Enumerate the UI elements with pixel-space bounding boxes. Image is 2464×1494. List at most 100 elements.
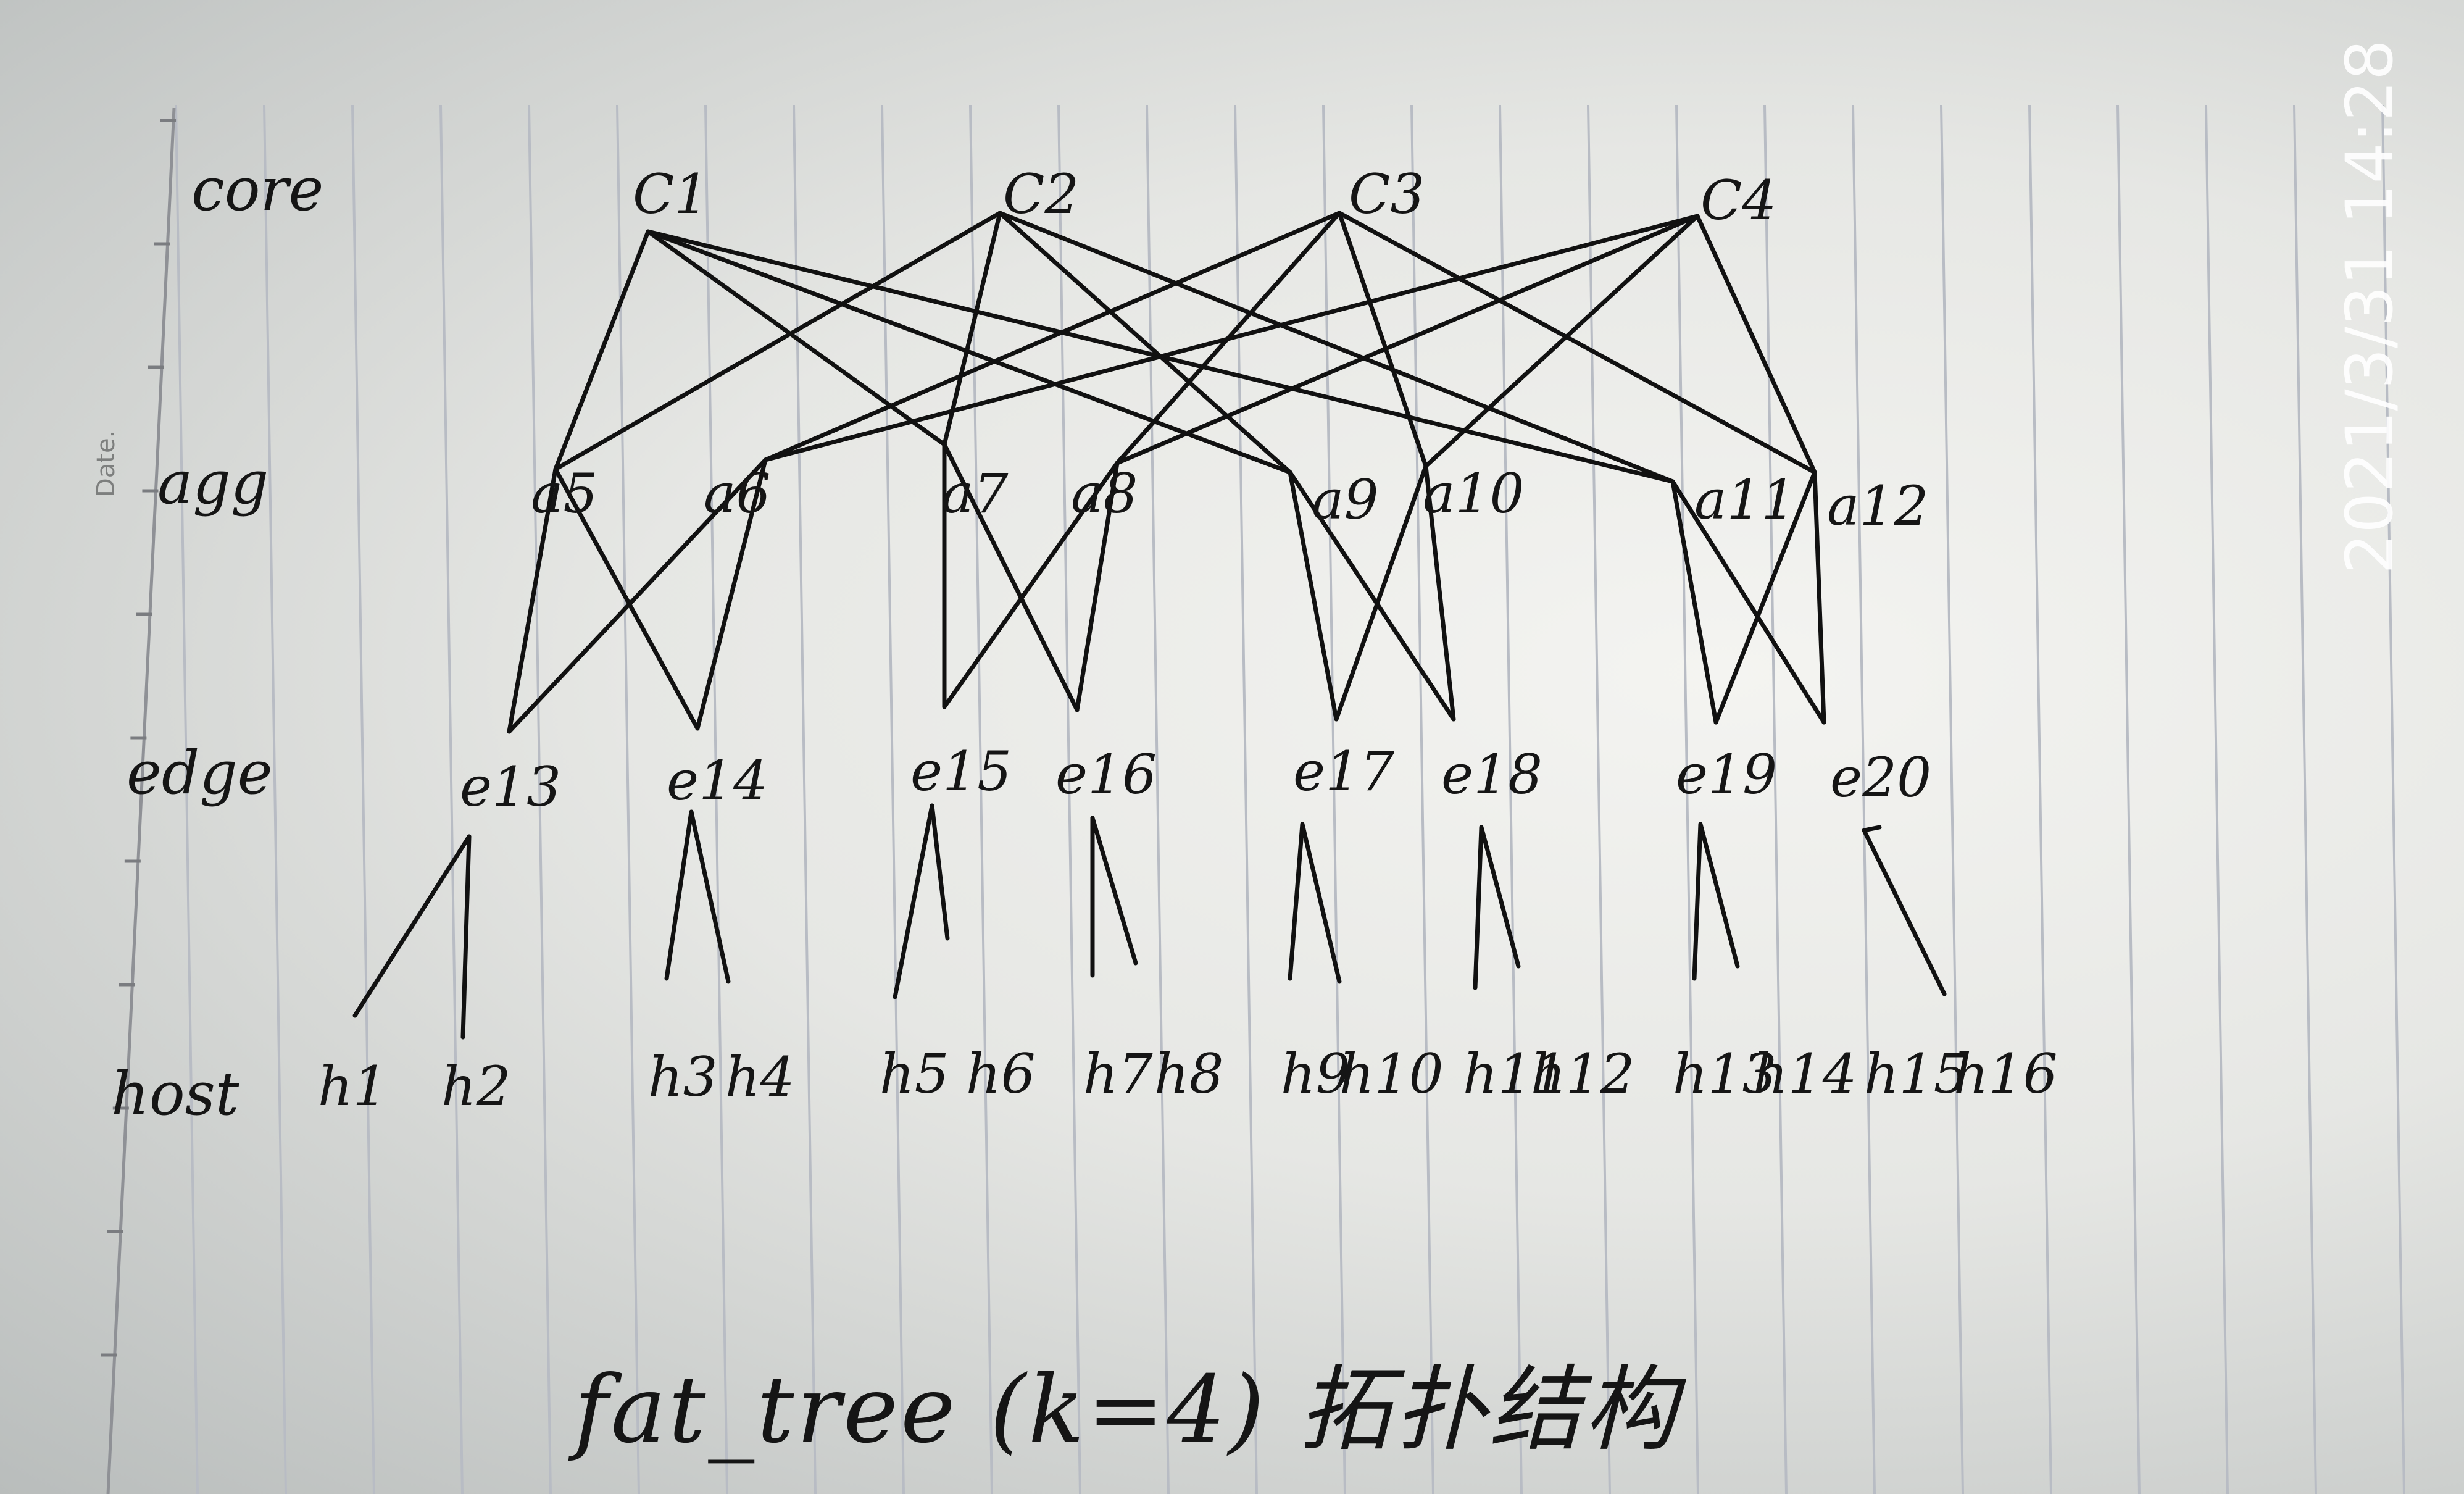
node-e19: e19 [1676, 743, 1777, 806]
link-a10-e18 [1423, 464, 1456, 722]
link-a11-e19 [1670, 479, 1718, 725]
diagram-title: fat_tree (k=4) 拓扑结构 [568, 1356, 1687, 1464]
link-C3-a12 [1337, 211, 1817, 475]
node-h8: h8 [1154, 1042, 1224, 1106]
row-label-core: core [191, 155, 323, 224]
ruling-line [1940, 104, 1964, 1494]
node-h2: h2 [441, 1054, 511, 1118]
node-e14: e14 [667, 749, 768, 812]
photo-timestamp: 2021/3/31 14:28 [2332, 40, 2407, 574]
link-e20-h15 [1862, 825, 1882, 833]
node-h12: h12 [1531, 1042, 1635, 1106]
ruling-line [616, 104, 640, 1494]
link-a5-e14 [553, 467, 700, 731]
link-a5-e13 [507, 467, 558, 734]
node-h7: h7 [1083, 1042, 1153, 1106]
link-e19-h13 [1692, 822, 1703, 981]
ruling-line [1057, 104, 1081, 1494]
ruling-line [439, 104, 464, 1494]
link-e13-h2 [460, 834, 472, 1040]
ruling-line [793, 104, 817, 1494]
node-a8: a8 [1071, 462, 1138, 525]
link-a6-e13 [507, 457, 768, 734]
ruling-line [528, 104, 552, 1494]
node-a11: a11 [1694, 468, 1796, 532]
ruling-line [881, 104, 905, 1494]
link-C1-a9 [646, 229, 1292, 475]
row-label-agg: agg [157, 448, 268, 517]
node-h11: h11 [1463, 1042, 1567, 1106]
node-h16: h16 [1954, 1042, 2058, 1106]
link-e17-h9 [1288, 822, 1305, 981]
ruling-line [1852, 104, 1876, 1494]
row-label-edge: edge [127, 738, 273, 808]
ruling-line [2116, 104, 2141, 1494]
link-C4-a6 [763, 214, 1700, 462]
ruling-line [704, 104, 728, 1494]
link-a8-e16 [1075, 461, 1120, 712]
node-h9: h9 [1281, 1042, 1351, 1106]
node-a10: a10 [1423, 462, 1524, 525]
node-C4: C4 [1700, 169, 1776, 232]
margin-line [106, 107, 176, 1494]
notebook-rulings [101, 104, 2405, 1494]
ruling-line [263, 104, 287, 1494]
link-C2-a7 [942, 211, 1002, 447]
link-a10-e17 [1334, 464, 1428, 722]
link-a11-e20 [1670, 479, 1826, 725]
link-e13-h1 [352, 834, 472, 1018]
link-C3-a10 [1337, 211, 1428, 469]
ruling-line [1763, 104, 1788, 1494]
link-C3-a6 [763, 211, 1342, 462]
node-C2: C2 [1003, 162, 1079, 226]
link-a12-e19 [1713, 470, 1817, 725]
link-e20-h16 [1862, 828, 1947, 996]
node-h5: h5 [880, 1042, 949, 1106]
ruling-line [2381, 104, 2405, 1494]
link-C2-a11 [997, 211, 1675, 484]
node-a5: a5 [531, 462, 597, 525]
link-C4-a12 [1695, 214, 1817, 475]
node-e13: e13 [460, 755, 561, 819]
link-e17-h10 [1300, 822, 1342, 984]
link-e18-h12 [1479, 825, 1521, 969]
row-label-host: host [111, 1059, 239, 1129]
link-C1-a7 [646, 229, 947, 447]
node-C1: C1 [633, 162, 709, 226]
node-e18: e18 [1441, 743, 1542, 806]
node-h10: h10 [1339, 1042, 1444, 1106]
link-a8-e15 [942, 461, 1120, 709]
node-e15: e15 [910, 740, 1012, 803]
link-a7-e16 [942, 442, 1080, 712]
link-a9-e18 [1288, 470, 1456, 722]
ruling-line [1410, 104, 1434, 1494]
node-e17: e17 [1293, 740, 1394, 803]
node-h15: h15 [1864, 1042, 1968, 1106]
ruling-line [2205, 104, 2229, 1494]
node-a7: a7 [941, 462, 1008, 525]
ruling-line [175, 104, 199, 1494]
ruling-line [1146, 104, 1170, 1494]
node-h1: h1 [318, 1054, 388, 1118]
node-e20: e20 [1830, 746, 1931, 809]
link-e14-h4 [689, 809, 731, 984]
link-C2-a5 [553, 211, 1002, 472]
node-h13: h13 [1673, 1042, 1777, 1106]
link-C4-a8 [1115, 214, 1700, 465]
node-C3: C3 [1349, 162, 1425, 226]
ruling-line [1587, 104, 1611, 1494]
ruling-line [2028, 104, 2052, 1494]
node-h3: h3 [648, 1045, 718, 1109]
link-e16-h8 [1090, 816, 1138, 966]
link-lines [352, 211, 1947, 1040]
node-a9: a9 [1312, 468, 1378, 532]
link-e18-h11 [1473, 825, 1484, 990]
ruling-line [1322, 104, 1346, 1494]
link-a6-e14 [695, 457, 768, 731]
node-a6: a6 [704, 462, 770, 525]
ruling-line [1499, 104, 1523, 1494]
link-a12-e20 [1812, 470, 1826, 725]
link-e15-h5 [893, 803, 934, 999]
link-C4-a10 [1423, 214, 1700, 469]
